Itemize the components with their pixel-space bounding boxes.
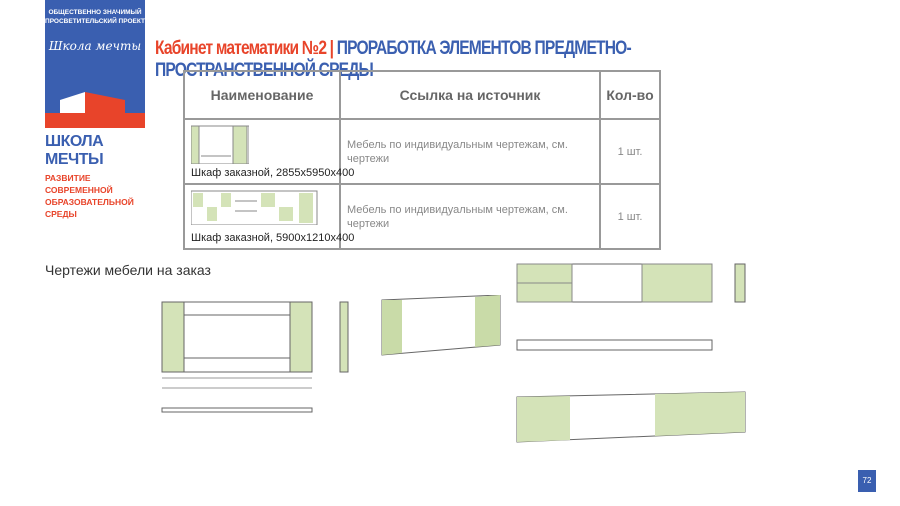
- cabinet-thumbnail: [191, 190, 318, 225]
- brand-subtitle: РАЗВИТИЕ СОВРЕМЕННОЙ ОБРАЗОВАТЕЛЬНОЙ СРЕ…: [45, 173, 134, 219]
- cabinet-1-3d-drawing: [381, 295, 501, 356]
- header-name: Наименование: [183, 70, 341, 120]
- header-source: Ссылка на источник: [339, 70, 601, 120]
- furniture-table: Наименование Ссылка на источник Кол-во Ш…: [183, 70, 661, 250]
- page-number: 72: [858, 470, 876, 492]
- header-qty: Кол-во: [599, 70, 661, 120]
- building-icon: [45, 92, 145, 128]
- table-row: Шкаф заказной, 5900х1210х400 Мебель по и…: [183, 183, 661, 250]
- logo-script: Школа мечты: [48, 39, 142, 53]
- logo-tagline: ОБЩЕСТВЕННО ЗНАЧИМЫЙ ПРОСВЕТИТЕЛЬСКИЙ ПР…: [45, 9, 145, 25]
- section-heading: Чертежи мебели на заказ: [45, 262, 211, 278]
- cabinet-1-front-drawing: [161, 301, 349, 413]
- project-logo: ОБЩЕСТВЕННО ЗНАЧИМЫЙ ПРОСВЕТИТЕЛЬСКИЙ ПР…: [45, 0, 145, 128]
- cabinet-thumbnail: [191, 125, 249, 164]
- cabinet-2-drawings: [516, 263, 746, 443]
- table-row: Шкаф заказной, 2855х5950х400 Мебель по и…: [183, 118, 661, 185]
- brand-block: ШКОЛА МЕЧТЫ РАЗВИТИЕ СОВРЕМЕННОЙ ОБРАЗОВ…: [45, 133, 150, 220]
- brand-name: ШКОЛА МЕЧТЫ: [45, 133, 104, 168]
